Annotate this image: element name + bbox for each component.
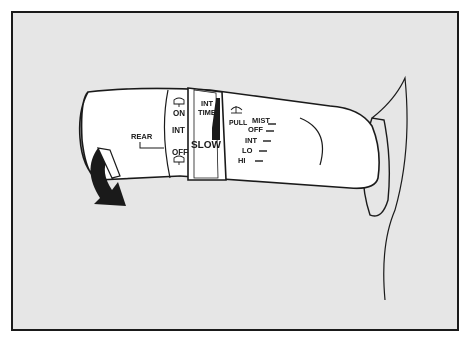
front-pos-off: OFF [248,125,263,134]
int-time-top: INT [201,99,214,108]
front-pos-int: INT [245,136,258,145]
rear-pos-off: OFF [172,148,188,157]
front-pos-mist: MIST [252,116,270,125]
slow-label: SLOW [191,140,222,151]
rear-group-label: REAR [131,132,153,141]
rear-pos-int: INT [172,126,185,135]
front-pos-hi: HI [238,156,246,165]
int-time-bottom: TIME [198,108,216,117]
rear-pos-on: ON [173,109,185,118]
lever-body [82,88,380,188]
front-pos-lo: LO [242,146,253,155]
pull-label: PULL [229,120,248,127]
